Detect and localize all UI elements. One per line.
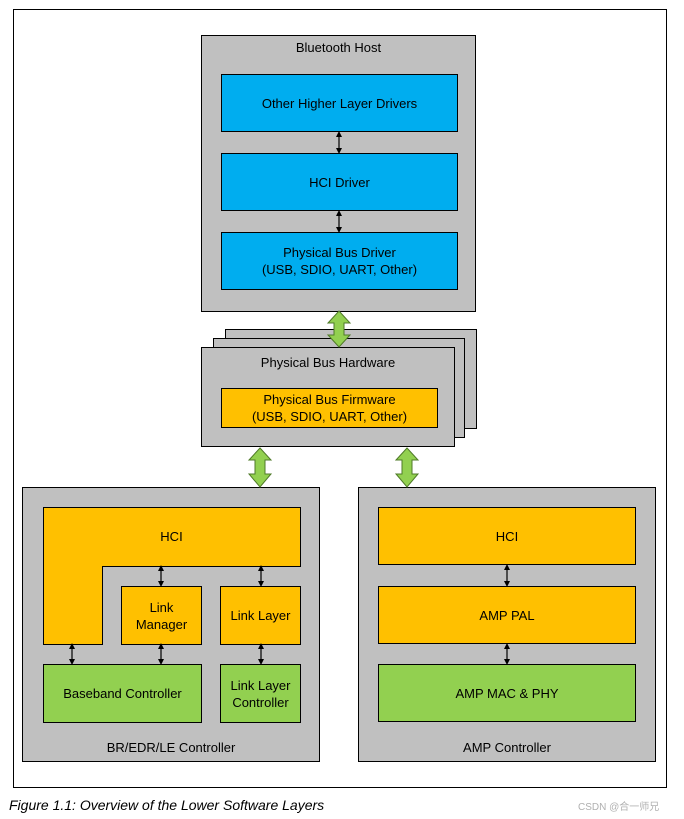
physical-bus-driver-box: Physical Bus Driver (USB, SDIO, UART, Ot… [221, 232, 458, 290]
amp-pal-label: AMP PAL [479, 607, 535, 623]
green-arrow-bus-to-amp [394, 447, 420, 488]
link-layer-controller-label-line2: Controller [232, 694, 289, 710]
green-arrow-host-to-bus [326, 310, 352, 348]
baseband-controller-box: Baseband Controller [43, 664, 202, 723]
green-arrow-bus-to-bredr [247, 447, 273, 488]
higher-layer-drivers-label: Other Higher Layer Drivers [261, 95, 418, 111]
link-manager-label-line1: Link [149, 599, 174, 615]
link-manager-box: Link Manager [121, 586, 202, 645]
amp-hci-box: HCI [378, 507, 636, 565]
amp-mac-phy-label: AMP MAC & PHY [455, 685, 559, 701]
link-layer-controller-box: Link Layer Controller [220, 664, 301, 723]
csdn-watermark: CSDN @合一师兄 [578, 802, 660, 813]
physical-bus-driver-label: Physical Bus Driver [283, 245, 396, 260]
diagram-frame [13, 9, 667, 788]
link-layer-label: Link Layer [230, 608, 291, 623]
physical-bus-firmware-interfaces: (USB, SDIO, UART, Other) [251, 409, 408, 424]
amp-pal-box: AMP PAL [378, 586, 636, 644]
baseband-controller-label: Baseband Controller [63, 686, 182, 701]
amp-mac-phy-box: AMP MAC & PHY [378, 664, 636, 722]
physical-bus-hardware-title: Physical Bus Hardware [260, 355, 396, 370]
link-manager-label-line2: Manager [135, 616, 188, 632]
link-layer-controller-label-line1: Link Layer [230, 677, 291, 693]
physical-bus-driver-interfaces: (USB, SDIO, UART, Other) [261, 262, 418, 277]
physical-bus-firmware-box: Physical Bus Firmware (USB, SDIO, UART, … [221, 388, 438, 428]
hci-driver-label: HCI Driver [309, 174, 370, 190]
amp-controller-title: AMP Controller [463, 740, 551, 755]
figure-caption: Figure 1.1: Overview of the Lower Softwa… [9, 797, 325, 813]
amp-hci-label: HCI [495, 528, 519, 544]
bluetooth-host-title: Bluetooth Host [295, 40, 382, 55]
bredr-hci-label: HCI [160, 529, 183, 544]
bredr-le-controller-title: BR/EDR/LE Controller [106, 740, 236, 755]
physical-bus-firmware-label: Physical Bus Firmware [263, 392, 396, 407]
